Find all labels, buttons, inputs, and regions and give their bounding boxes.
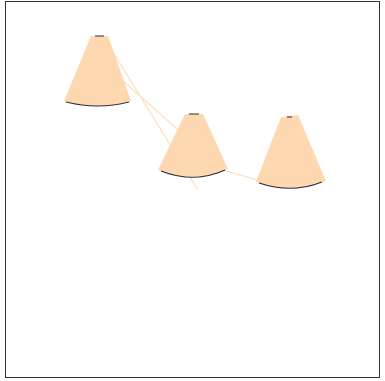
fan-node[interactable] xyxy=(158,114,228,177)
fan-sector-shape xyxy=(256,115,326,188)
fan-node[interactable] xyxy=(64,36,131,106)
fan-sector-shape xyxy=(158,114,228,176)
nodes-group xyxy=(64,36,326,188)
fan-sector-shape xyxy=(64,36,131,106)
frame-border xyxy=(6,2,380,378)
fan-node[interactable] xyxy=(256,115,326,188)
